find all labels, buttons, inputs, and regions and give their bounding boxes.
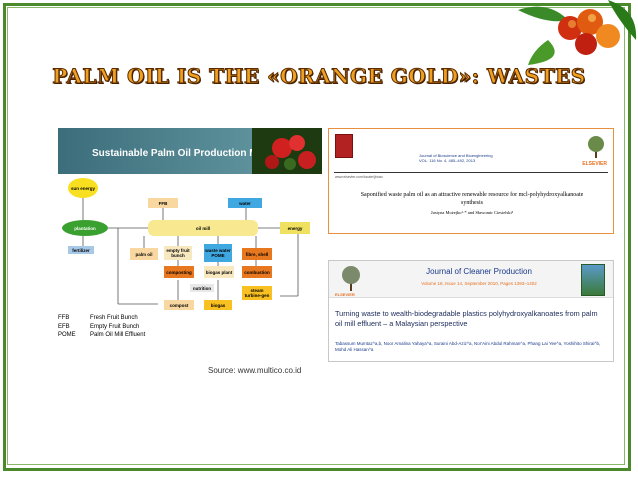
- legend-desc: Fresh Fruit Bunch: [90, 315, 138, 321]
- node-water: water: [228, 198, 262, 208]
- legend-abbr: POME: [58, 332, 76, 338]
- journal-cover-image: [335, 134, 353, 158]
- node-steam-turbine: steam turbine-gen: [242, 286, 272, 300]
- red-flower-photo: [252, 128, 322, 174]
- legend-row: EFB Empty Fruit Bunch: [58, 323, 145, 332]
- palm-oil-model-diagram: Sustainable Palm Oil Production Model: [58, 128, 322, 310]
- node-fertilizer: fertilizer: [68, 246, 94, 254]
- paper-2-banner: ELSEVIER Journal of Cleaner Production V…: [329, 261, 613, 298]
- slide-title: PALM OIL IS THE «ORANGE GOLD»: WASTES: [52, 64, 586, 89]
- paper-1-title: Saponified waste palm oil as an attracti…: [360, 192, 584, 206]
- model-connectors: [82, 198, 299, 305]
- paper-1-url: www.elsevier.com/locate/jbiosc: [335, 175, 384, 179]
- node-ffb: FFB: [148, 198, 178, 208]
- paper-1-journal-name: Journal of Bioscience and Bioengineering: [419, 153, 493, 158]
- node-plantation: plantation: [62, 220, 108, 236]
- legend-row: FFB Fresh Fruit Bunch: [58, 314, 145, 323]
- node-fibre-shell: fibre, shell: [242, 248, 272, 260]
- legend-abbr: EFB: [58, 323, 70, 330]
- paper-1-journal: Journal of Bioscience and Bioengineering…: [419, 153, 493, 163]
- legend-desc: Palm Oil Mill Effluent: [90, 332, 146, 338]
- node-biogas: biogas: [204, 300, 232, 310]
- paper-2-header: ELSEVIER Journal of Cleaner Production V…: [328, 260, 614, 362]
- divider: [334, 172, 608, 173]
- node-nutrition: nutrition: [190, 284, 214, 292]
- paper-1-authors: Justyna Możejko¹·* and Sławomir Ciesiels…: [430, 210, 514, 215]
- node-biogas-plant: biogas plant: [204, 266, 234, 278]
- slide-inner-border: [7, 7, 625, 465]
- node-waste-water-pome: waste water POME: [204, 244, 232, 262]
- paper-1-journal-vol: VOL. 116 No. 4, 485–492, 2013: [419, 158, 476, 163]
- palm-fruit-decoration: [518, 0, 637, 65]
- paper-1-publisher: ELSEVIER: [582, 161, 607, 167]
- legend-desc: Empty Fruit Bunch: [90, 323, 140, 330]
- legend-abbr: FFB: [58, 315, 70, 321]
- model-legend: FFB Fresh Fruit Bunch EFB Empty Fruit Bu…: [58, 314, 145, 340]
- node-oil-mill: oil mill: [148, 220, 258, 236]
- paper-2-title: Turning waste to wealth-biodegradable pl…: [335, 309, 598, 328]
- legend-row: POME Palm Oil Mill Effluent: [58, 331, 145, 340]
- node-compost: compost: [164, 300, 194, 310]
- paper-2-publisher: ELSEVIER: [335, 292, 355, 297]
- source-credit: Source: www.multico.co.id: [208, 366, 302, 375]
- paper-2-volume: Volume 18, Issue 14, September 2010, Pag…: [421, 281, 537, 286]
- paper-1-header: Journal of Bioscience and Bioengineering…: [328, 128, 614, 234]
- elsevier-tree-icon: [342, 266, 360, 291]
- node-empty-fruit-bunch: empty fruit bunch: [164, 246, 192, 260]
- model-header-title: Sustainable Palm Oil Production Model: [92, 148, 279, 159]
- node-combustion: combustion: [242, 266, 272, 278]
- node-sun-energy: sun energy: [68, 178, 98, 198]
- journal-cover-image: [581, 264, 605, 296]
- elsevier-tree-icon: [588, 136, 604, 158]
- slide-border: [3, 3, 631, 471]
- node-composting: composting: [164, 266, 194, 278]
- paper-2-journal: Journal of Cleaner Production: [426, 267, 532, 276]
- node-energy: energy: [280, 222, 310, 234]
- paper-2-authors: Tabassum Mumtaz^a,b, Noor Amalina Yahaya…: [335, 341, 601, 352]
- node-palm-oil: palm oil: [130, 248, 158, 260]
